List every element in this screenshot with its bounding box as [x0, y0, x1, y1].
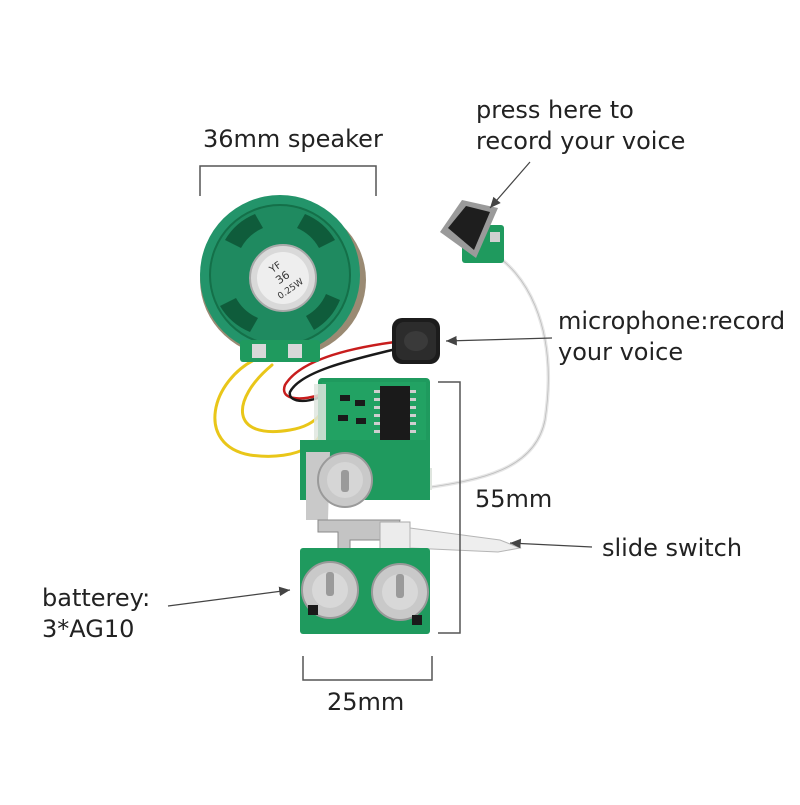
- black-wire: [288, 348, 394, 403]
- microphone-label-line1: microphone:record: [558, 307, 786, 335]
- speaker-size-label: 36mm speaker: [203, 125, 383, 153]
- microphone-label: microphone:record your voice: [558, 306, 785, 368]
- record-button-label-line2: record your voice: [476, 127, 686, 155]
- microphone: [392, 318, 440, 364]
- record-button-label-line1: press here to: [476, 96, 634, 124]
- press-pointer: [489, 161, 531, 209]
- red-wire: [282, 340, 397, 400]
- battery-holder-upper: [300, 440, 430, 520]
- battery-label-line2: 3*AG10: [42, 615, 135, 643]
- battery-label-line1: batterey:: [42, 584, 151, 612]
- slide-switch-pointer: [509, 538, 593, 549]
- record-button-label: press here to record your voice: [476, 95, 685, 157]
- white-wire: [423, 253, 551, 490]
- slide-switch-label: slide switch: [602, 534, 743, 562]
- width-dimension-bracket: [302, 656, 433, 681]
- microphone-pointer: [445, 335, 553, 346]
- battery-pcb: [300, 548, 430, 634]
- width-label: 25mm: [327, 688, 405, 716]
- microphone-label-line2: your voice: [558, 338, 684, 366]
- height-dimension-bracket: [438, 381, 461, 634]
- battery-pointer: [167, 586, 291, 607]
- record-button-module: [440, 200, 504, 263]
- height-label: 55mm: [475, 485, 553, 513]
- wires: [213, 253, 551, 490]
- battery-label: batterey: 3*AG10: [42, 583, 150, 645]
- speaker: YF 36 0.25W: [200, 195, 366, 362]
- white-wire-outline: [424, 254, 549, 489]
- speaker-dimension-bracket: [199, 165, 377, 196]
